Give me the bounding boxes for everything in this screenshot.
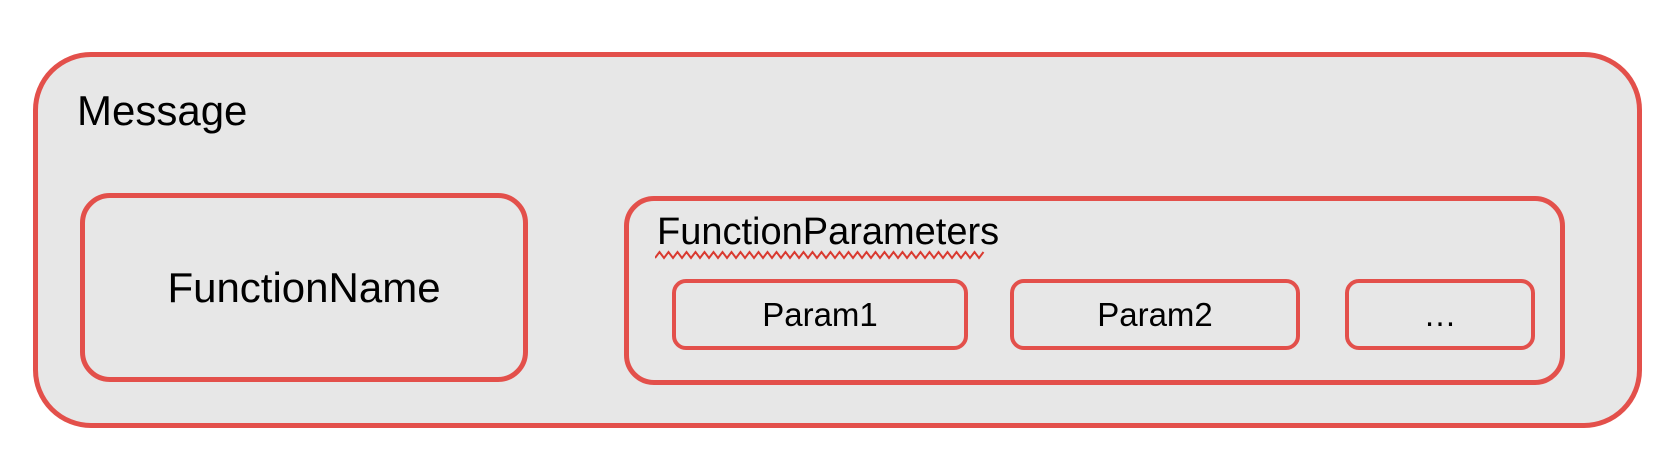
param-ellipsis-label: …: [1423, 295, 1457, 333]
function-parameters-label: FunctionParameters: [657, 211, 1000, 253]
param2-label: Param2: [1097, 295, 1213, 333]
spellcheck-squiggle-line: [655, 250, 985, 260]
message-box: Message FunctionName FunctionParameters …: [33, 52, 1642, 428]
spellcheck-squiggle-icon: [655, 250, 985, 260]
function-name-box: FunctionName: [80, 193, 528, 382]
message-label: Message: [77, 87, 248, 134]
param1-label: Param1: [762, 295, 878, 333]
param-ellipsis-box: …: [1345, 279, 1535, 350]
function-parameters-box: FunctionParameters Param1 Param2 …: [624, 196, 1565, 385]
param1-box: Param1: [672, 279, 968, 350]
function-name-label: FunctionName: [167, 263, 441, 311]
param2-box: Param2: [1010, 279, 1300, 350]
